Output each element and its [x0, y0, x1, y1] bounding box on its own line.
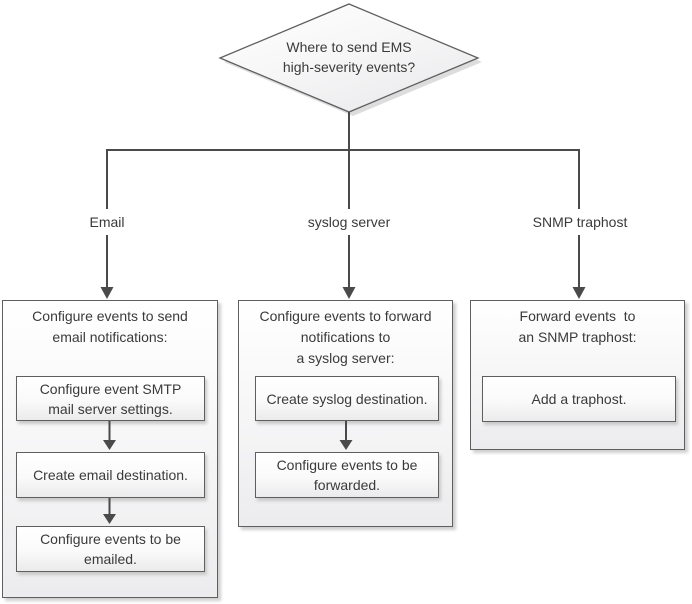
decision-label: Where to send EMS high-severity events? — [282, 39, 416, 75]
step-configure-smtp: Configure event SMTP mail server setting… — [16, 376, 205, 421]
branch-label-snmp-traphost: SNMP traphost — [529, 209, 631, 235]
step-configure-events-emailed: Configure events to be emailed. — [16, 526, 205, 572]
branch-label-email: Email — [86, 209, 128, 235]
branch-label-syslog-server: syslog server — [304, 209, 394, 235]
arrowhead-email — [100, 287, 114, 299]
step-add-traphost: Add a traphost. — [482, 376, 676, 422]
step-configure-events-forwarded: Configure events to be forwarded. — [255, 452, 439, 498]
step-create-email-destination: Create email destination. — [16, 452, 205, 498]
arrowhead-snmp — [572, 287, 586, 299]
snmp-column-box: Forward events to an SNMP traphost: Add … — [470, 300, 685, 450]
step-create-syslog-destination: Create syslog destination. — [255, 376, 439, 421]
syslog-column-title: Configure events to forward notification… — [259, 308, 432, 366]
email-column-title: Configure events to send email notificat… — [32, 308, 188, 345]
snmp-column-title: Forward events to an SNMP traphost: — [518, 308, 637, 345]
syslog-column-box: Configure events to forward notification… — [238, 300, 453, 527]
arrowhead-syslog — [342, 287, 356, 299]
email-column-box: Configure events to send email notificat… — [2, 300, 218, 598]
